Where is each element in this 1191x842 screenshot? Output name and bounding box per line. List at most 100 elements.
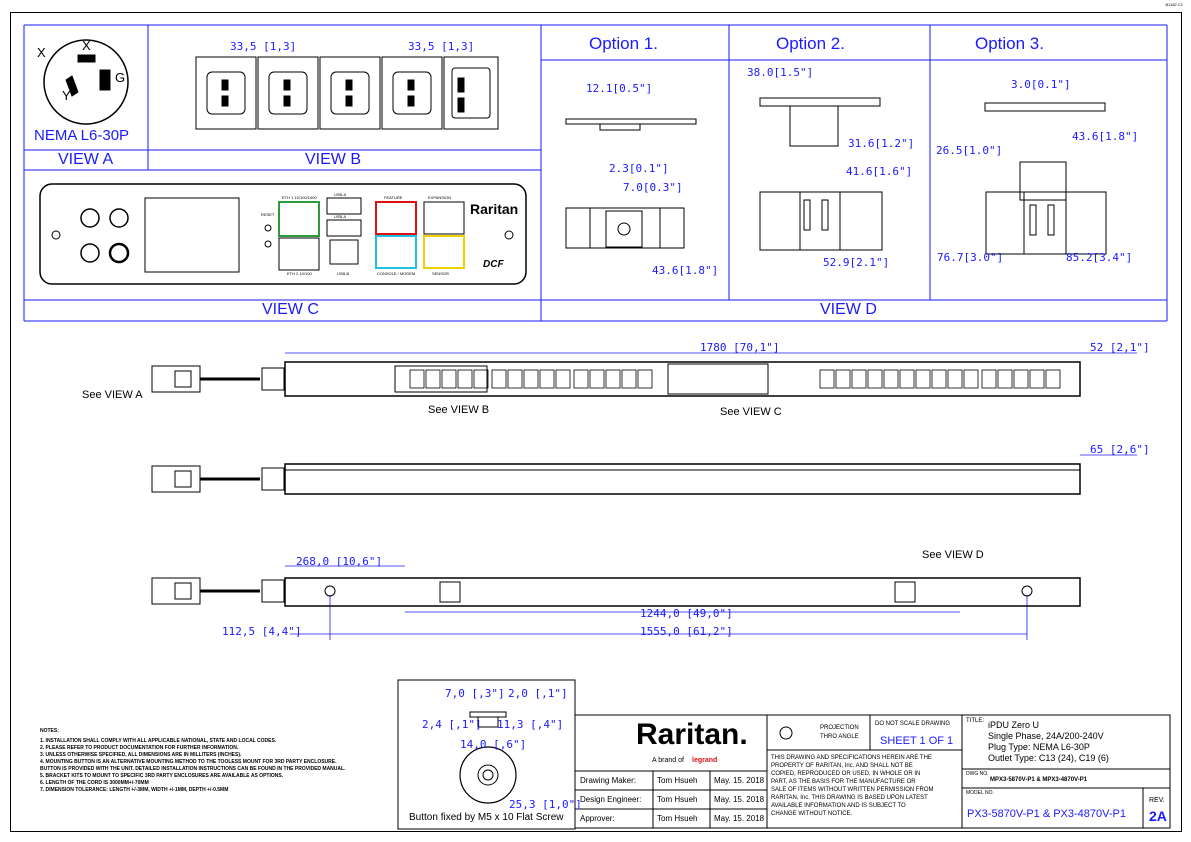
o3-dim-4: 76.7[3.0"] <box>937 251 1004 264</box>
pdu-side <box>151 463 1081 495</box>
eth2-label: ETH 2 10/100 <box>287 271 312 276</box>
o1-dim-2: 2.3[0.1"] <box>609 162 669 175</box>
tb-row3-name: Tom Hsueh <box>657 814 698 823</box>
note-4b: BUTTON IS PROVIDED WITH THE UNIT. DETAIL… <box>40 766 346 772</box>
eth1-label: ETH 1 10/100/1000 <box>282 195 317 200</box>
usb-b-label: USB-B <box>337 271 350 276</box>
view-b-outlets <box>195 56 499 130</box>
tb-row2-name: Tom Hsueh <box>657 795 698 804</box>
tb-row1-date: May. 15. 2018 <box>714 776 765 785</box>
view-b-label: VIEW B <box>305 151 362 168</box>
option-2-header: Option 2. <box>776 34 845 53</box>
view-a-label: VIEW A <box>58 151 114 168</box>
tb-dwg-no: MPX3-5870V-P1 & MPX3-4870V-P1 <box>990 777 1088 783</box>
tb-title-lines: iPDU Zero U Single Phase, 24A/200-240V P… <box>988 720 1109 763</box>
note-2: 2. PLEASE REFER TO PRODUCT DOCUMENTATION… <box>40 745 239 751</box>
see-view-c: See VIEW C <box>720 406 782 418</box>
dim-length: 1780 [70,1"] <box>700 341 780 354</box>
tb-tagline-brand: legrand <box>692 757 718 764</box>
tb-disclaimer: THIS DRAWING AND SPECIFICATIONS HEREIN A… <box>771 755 934 817</box>
raritan-logo: Raritan <box>470 201 519 217</box>
o2-dim-3: 41.6[1.6"] <box>846 165 913 178</box>
note-4: 4. MOUNTING BUTTON IS AN ALTERNATIVE MOU… <box>40 759 337 765</box>
btn-dim-24: 2,4 [,1"] <box>422 718 482 731</box>
note-3: 3. UNLESS OTHERWISE SPECIFIED, ALL DIMEN… <box>40 752 242 758</box>
o3-dim-2: 43.6[1.8"] <box>1072 130 1139 143</box>
sensor-label: SENSOR <box>432 271 449 276</box>
btn-dim-253: 25,3 [1,0"] <box>509 798 582 811</box>
option-3-header: Option 3. <box>975 34 1044 53</box>
o2-dim-4: 52.9[2.1"] <box>823 256 890 269</box>
nema-plug-drawing <box>43 39 129 125</box>
option-3-bracket <box>984 102 1107 255</box>
console-label: CONSOLE / MODEM <box>377 271 416 276</box>
nema-x-label: X <box>82 38 91 53</box>
btn-dim-70: 7,0 [,3"] <box>445 687 505 700</box>
tb-rev: 2A <box>1149 808 1167 824</box>
nema-caption: NEMA L6-30P <box>34 127 130 144</box>
pdu-back <box>151 577 1081 607</box>
note-6: 6. LENGTH OF THE CORD IS 3000MM+/-70MM <box>40 780 149 786</box>
tb-row2-date: May. 15. 2018 <box>714 795 765 804</box>
feature-label: FEATURE <box>384 195 403 200</box>
tb-row2-role: Design Engineer: <box>580 795 642 804</box>
tb-rev-label: REV. <box>1149 797 1165 804</box>
view-c-label: VIEW C <box>262 301 319 318</box>
notes-block: NOTES: 1. INSTALLATION SHALL COMPLY WITH… <box>40 728 345 794</box>
expansion-label: EXPANSION <box>428 195 452 200</box>
usb-a2-label: USB-A <box>334 214 347 219</box>
tb-model-no: PX3-5870V-P1 & PX3-4870V-P1 <box>967 808 1126 820</box>
tb-row3-role: Approver: <box>580 814 615 823</box>
view-c-panel <box>39 183 527 285</box>
title-block-grid <box>574 714 1171 829</box>
reset-label: RESET <box>261 212 275 217</box>
o1-dim-3: 7.0[0.3"] <box>623 181 683 194</box>
tb-dwg-label: DWG NO. <box>966 771 989 777</box>
tb-thro: THRO ANGLE <box>820 734 859 740</box>
dcf-logo: DCF <box>483 259 504 270</box>
see-view-b: See VIEW B <box>428 404 490 416</box>
option-2-bracket <box>759 97 883 251</box>
o2-dim-2: 31.6[1.2"] <box>848 137 915 150</box>
tb-projection: PROJECTION <box>820 725 859 731</box>
note-5: 5. BRACKET KITS TO MOUNT TO SPECIFIC 3RD… <box>40 773 284 779</box>
dim-depth: 65 [2,6"] <box>1090 443 1150 456</box>
notes-heading: NOTES: <box>40 728 59 734</box>
view-d-label: VIEW D <box>820 301 877 318</box>
btn-dim-140: 14,0 [,6"] <box>460 738 527 751</box>
usb-a1-label: USB-A <box>334 192 347 197</box>
tb-sheet: SHEET 1 OF 1 <box>880 735 954 747</box>
o3-dim-1: 3.0[0.1"] <box>1011 78 1071 91</box>
dim-268: 268,0 [10,6"] <box>296 555 383 568</box>
o3-dim-5: 85.2[3.4"] <box>1066 251 1133 264</box>
see-view-a: See VIEW A <box>82 389 143 401</box>
tb-do-not-scale: DO NOT SCALE DRAWING <box>875 721 951 727</box>
btn-dim-20: 2,0 [,1"] <box>508 687 568 700</box>
o2-dim-1: 38.0[1.5"] <box>747 66 814 79</box>
o1-dim-1: 12.1[0.5"] <box>586 82 653 95</box>
dim-1555: 1555,0 [61,2"] <box>640 625 733 638</box>
option-1-bracket <box>565 118 697 249</box>
btn-dim-113: 11,3 [,4"] <box>497 718 564 731</box>
tb-row3-date: May. 15. 2018 <box>714 814 765 823</box>
tb-row1-name: Tom Hsueh <box>657 776 698 785</box>
tb-tagline: A brand of <box>652 757 684 764</box>
tb-logo: Raritan. <box>636 718 748 751</box>
option-1-header: Option 1. <box>589 34 658 53</box>
view-b-dim-1: 33,5 [1,3] <box>230 40 297 53</box>
nema-g-label: G <box>115 70 126 85</box>
see-view-d: See VIEW D <box>922 549 984 561</box>
nema-x: X <box>37 45 46 60</box>
note-7: 7. DIMENSION TOLERANCE: LENGTH +/-3MM, W… <box>40 787 229 793</box>
tb-title-label: TITLE: <box>966 718 985 724</box>
dim-112: 112,5 [4,4"] <box>222 625 302 638</box>
o3-dim-3: 26.5[1.0"] <box>936 144 1003 157</box>
dim-1244: 1244,0 [49,0"] <box>640 607 733 620</box>
tb-model-label: MODEL NO. <box>966 790 994 796</box>
pdu-front <box>151 361 1081 397</box>
tb-row1-role: Drawing Maker: <box>580 776 637 785</box>
o1-dim-4: 43.6[1.8"] <box>652 264 719 277</box>
button-caption: Button fixed by M5 x 10 Flat Screw <box>409 812 564 823</box>
pdu-outlets-front <box>409 369 1061 389</box>
